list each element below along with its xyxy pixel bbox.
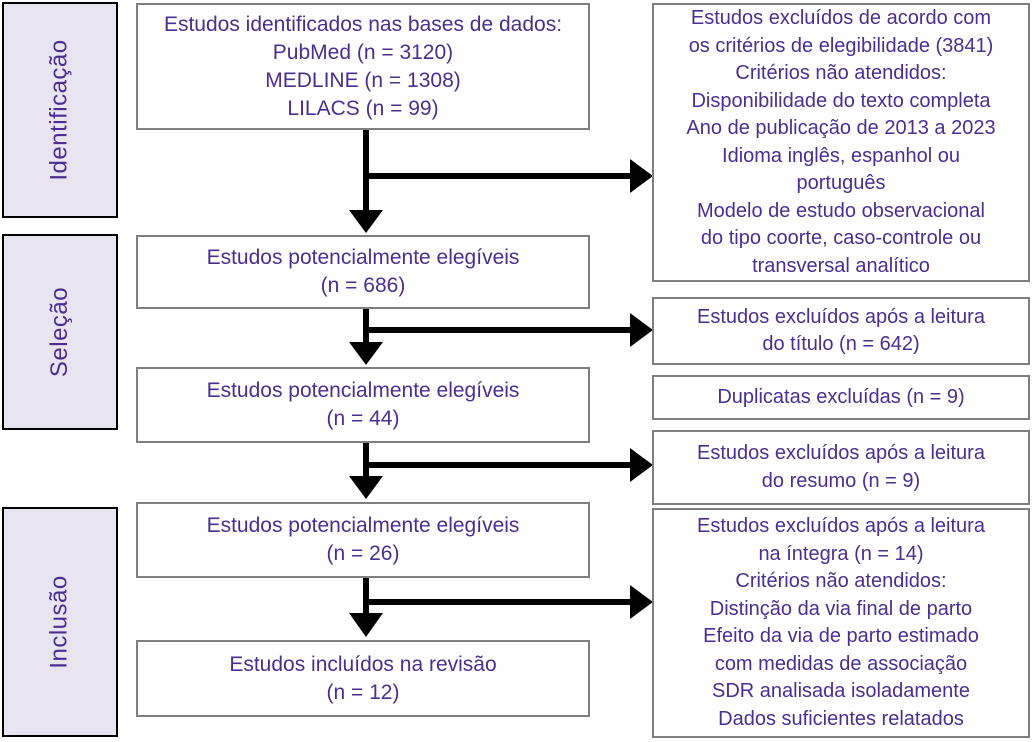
exclusion-box-title: Estudos excluídos após a leitura do títu…	[652, 297, 1030, 365]
flow-box-eligible-26-text: Estudos potencialmente elegíveis (n = 26…	[206, 514, 520, 565]
stage-label-identificacao: Identificação	[46, 39, 74, 181]
flow-box-eligible-686-text: Estudos potencialmente elegíveis (n = 68…	[206, 246, 520, 297]
arrow-right-3	[366, 448, 653, 482]
exclusion-box-abstract: Estudos excluídos após a leitura do resu…	[652, 430, 1030, 505]
flow-box-eligible-44-text: Estudos potencialmente elegíveis (n = 44…	[206, 379, 520, 430]
flow-box-eligible-686: Estudos potencialmente elegíveis (n = 68…	[136, 235, 590, 309]
exclusion-box-eligibility-criteria-text: Estudos excluídos de acordo com os crité…	[686, 7, 996, 277]
exclusion-box-fulltext: Estudos excluídos após a leitura na ínte…	[652, 508, 1030, 738]
arrow-down-3	[349, 443, 383, 499]
exclusion-box-fulltext-text: Estudos excluídos após a leitura na ínte…	[697, 515, 985, 730]
flow-box-eligible-44: Estudos potencialmente elegíveis (n = 44…	[136, 367, 590, 443]
arrow-down-1	[349, 130, 383, 233]
stage-selecao: Seleção	[2, 234, 118, 430]
arrow-down-2	[349, 309, 383, 365]
arrow-down-4	[349, 578, 383, 637]
arrow-right-1	[366, 159, 653, 193]
flow-box-included-12-text: Estudos incluídos na revisão (n = 12)	[229, 652, 497, 704]
stage-inclusao: Inclusão	[2, 507, 118, 737]
exclusion-box-title-text: Estudos excluídos após a leitura do títu…	[697, 305, 985, 356]
stage-label-selecao: Seleção	[45, 286, 73, 378]
stage-identificacao: Identificação	[2, 2, 118, 218]
flow-box-identified: Estudos identificados nas bases de dados…	[136, 3, 590, 130]
exclusion-box-eligibility-criteria: Estudos excluídos de acordo com os crité…	[652, 3, 1030, 282]
exclusion-box-duplicates: Duplicatas excluídas (n = 9)	[652, 375, 1030, 420]
arrow-right-4	[366, 585, 653, 619]
flow-box-included-12: Estudos incluídos na revisão (n = 12)	[136, 640, 590, 717]
exclusion-box-duplicates-text: Duplicatas excluídas (n = 9)	[717, 385, 965, 408]
flow-box-identified-text: Estudos identificados nas bases de dados…	[163, 12, 563, 120]
stage-label-inclusao: Inclusão	[45, 575, 73, 669]
arrow-right-2	[366, 313, 653, 347]
exclusion-box-abstract-text: Estudos excluídos após a leitura do resu…	[697, 442, 985, 492]
flow-box-eligible-26: Estudos potencialmente elegíveis (n = 26…	[136, 502, 590, 578]
